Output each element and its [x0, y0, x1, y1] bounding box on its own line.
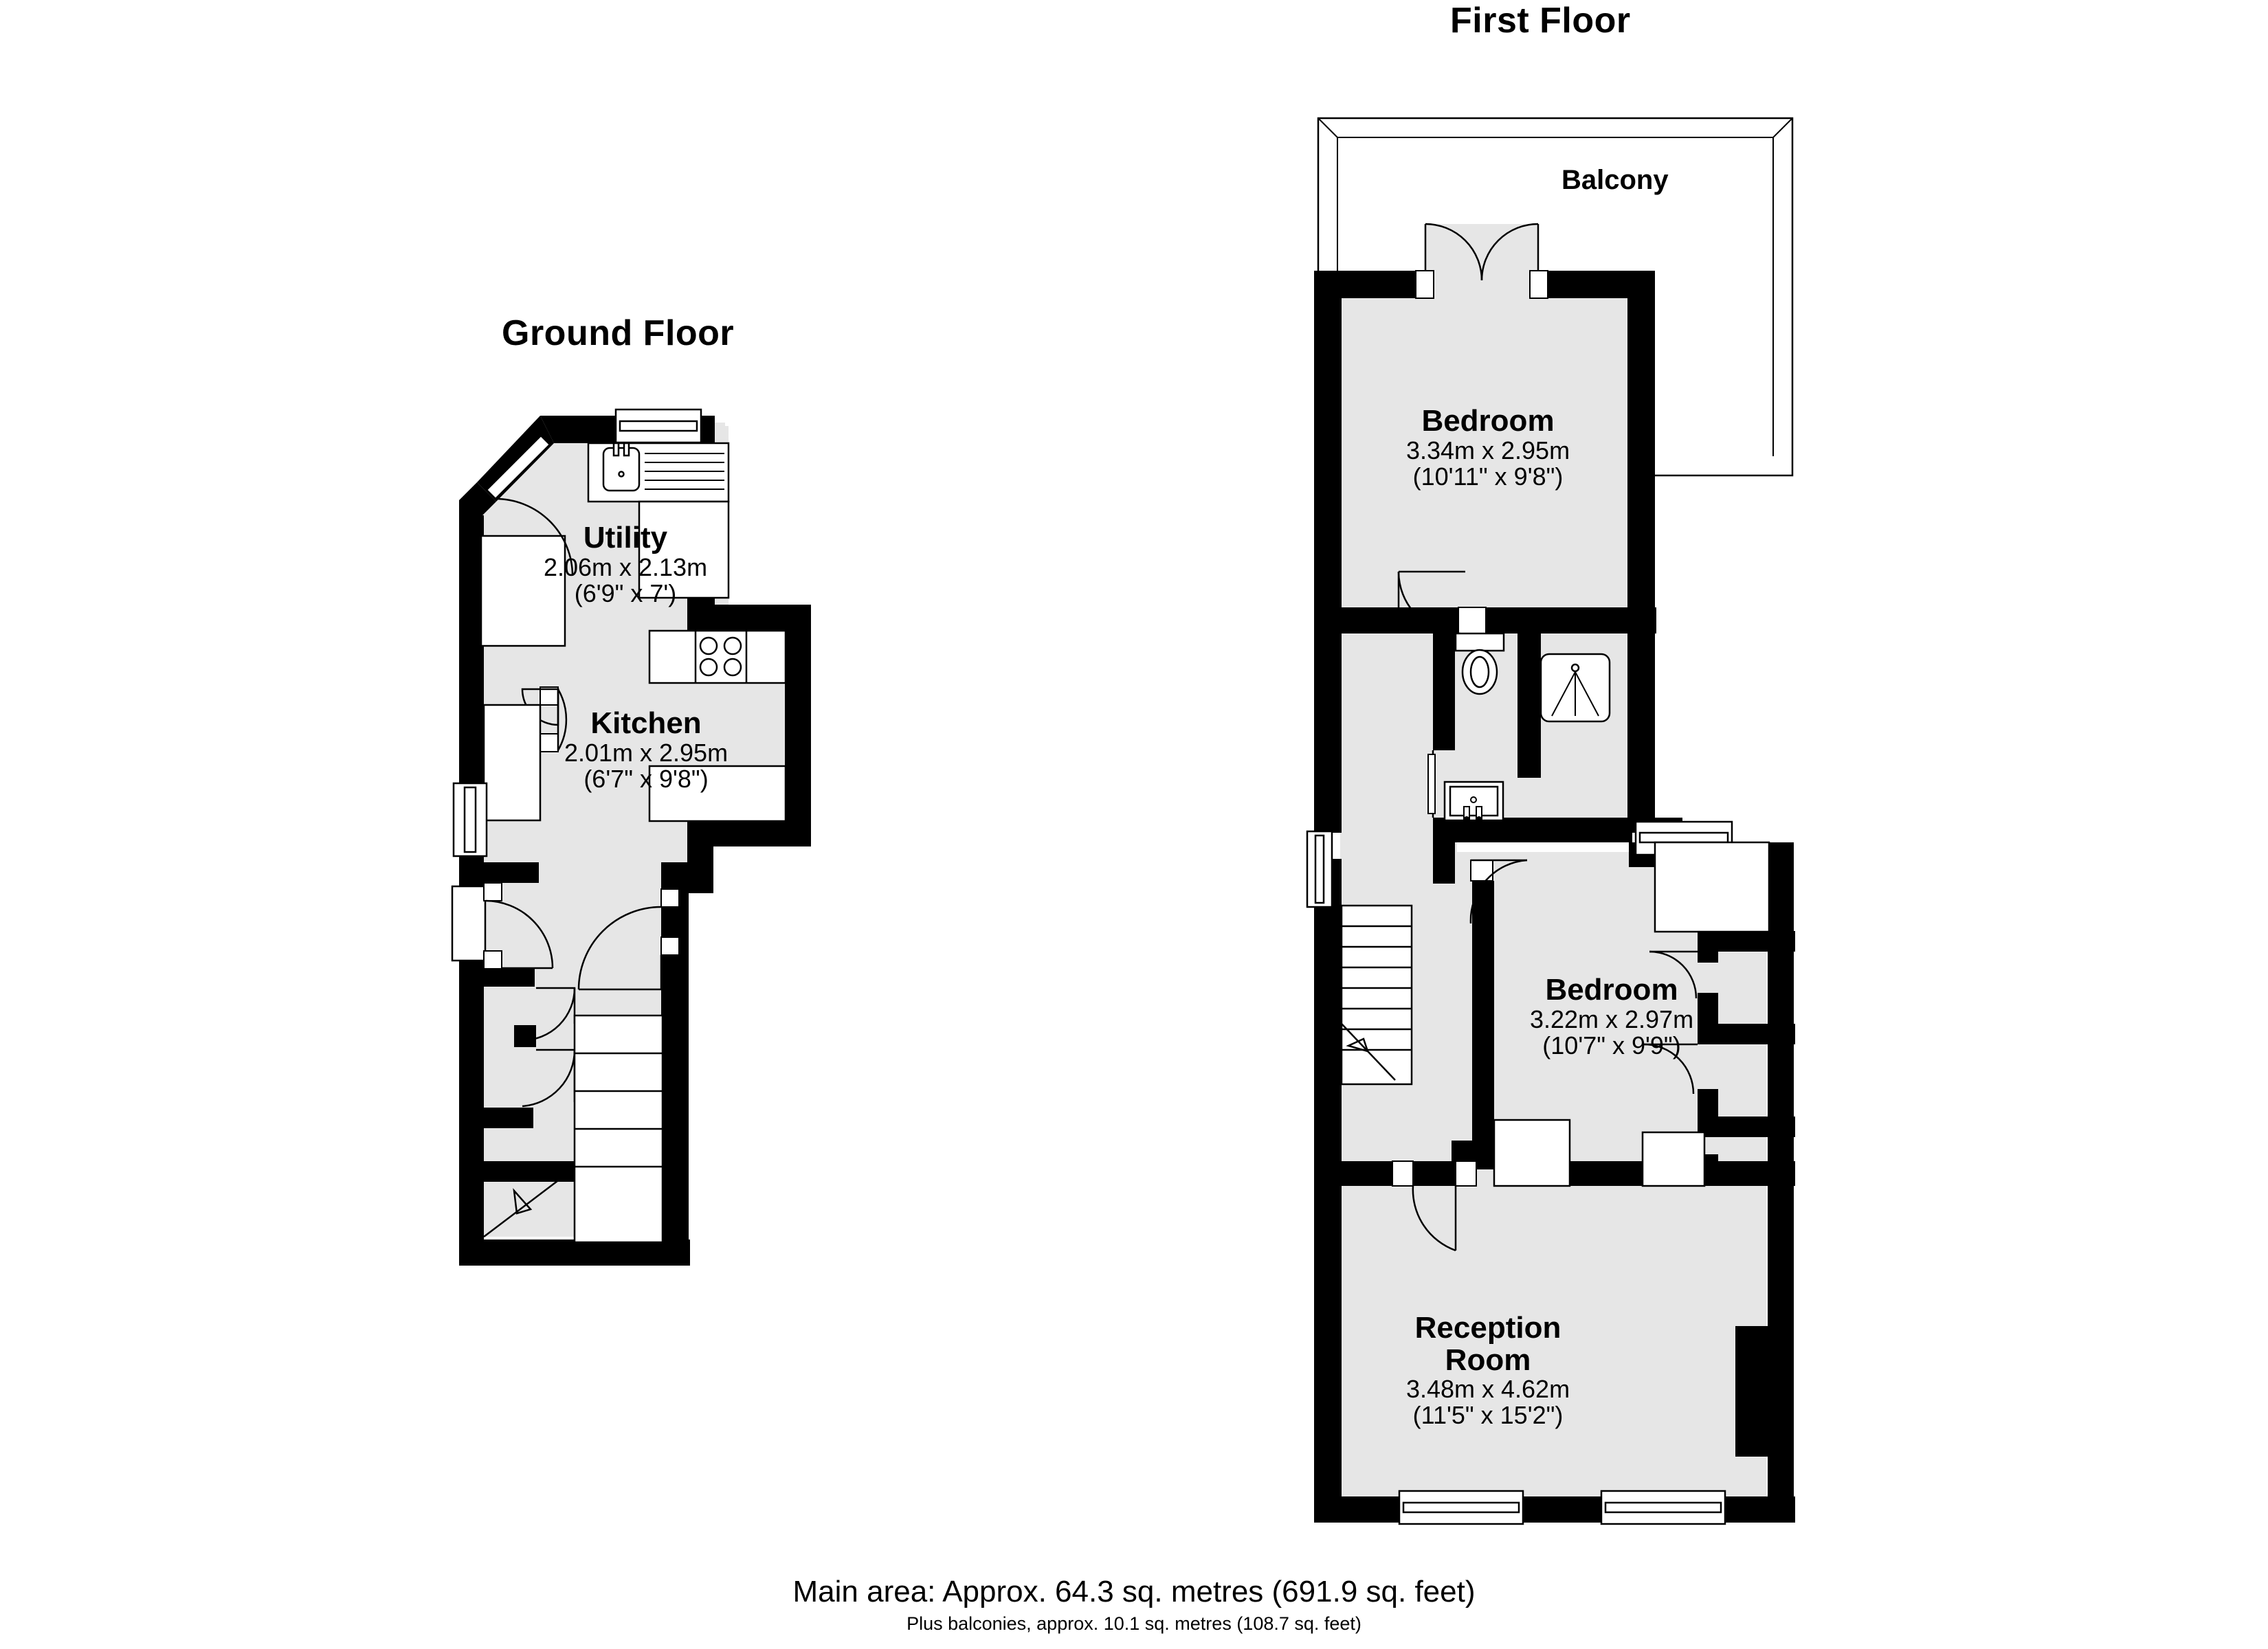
first-french-door-fill	[1425, 224, 1538, 297]
first-cupboard-door-1	[1649, 950, 1698, 999]
room-label-utility: Utility 2.06m x 2.13m (6'9" x 7')	[509, 521, 742, 607]
ground-wall-utility-top	[540, 416, 584, 443]
ground-hall-door-right	[577, 888, 680, 991]
room-dim-imperial-kitchen: (6'7" x 9'8")	[583, 764, 709, 793]
first-wall-bathroom-inner	[1517, 633, 1541, 778]
first-reception-door	[1392, 1160, 1477, 1252]
ground-wall-stub-b	[484, 967, 535, 987]
room-name-kitchen: Kitchen	[590, 706, 702, 740]
ground-kitchen-cupboard	[482, 704, 542, 822]
first-reception-window-right	[1600, 1490, 1726, 1525]
ground-utility-entrance-door	[485, 434, 574, 576]
main-area-text: Main area: Approx. 64.3 sq. metres (691.…	[792, 1575, 1476, 1608]
first-floor-plan	[1306, 117, 1795, 1525]
ground-hall-entrance-window	[451, 885, 487, 962]
first-bathroom-shower	[1539, 653, 1611, 723]
first-landing-window	[1306, 830, 1333, 908]
room-label-reception-room: Reception Room 3.48m x 4.62m (11'5" x 15…	[1357, 1312, 1619, 1429]
balcony-area-text: Plus balconies, approx. 10.1 sq. metres …	[907, 1613, 1361, 1634]
ground-hall-door-left	[483, 882, 554, 969]
ground-kitchen-counter-top	[648, 629, 787, 684]
room-dim-imperial-bedroom-2: (10'7" x 9'9")	[1542, 1031, 1681, 1059]
ground-kitchen-window	[452, 782, 488, 857]
first-bathroom-basin	[1443, 781, 1504, 822]
ground-wall-stub-a	[484, 862, 539, 883]
room-dim-metric-kitchen: 2.01m x 2.95m	[564, 738, 729, 767]
first-bedroom2-door	[1469, 859, 1528, 924]
room-name-utility: Utility	[583, 521, 668, 554]
ground-utility-sink-unit	[587, 442, 730, 503]
first-chimney-breast	[1735, 1326, 1770, 1457]
ground-staircase-up	[483, 1014, 664, 1244]
room-dim-imperial-bedroom-1: (10'11" x 9'8")	[1412, 462, 1564, 491]
ground-wall-kitchen-right	[785, 605, 811, 846]
first-french-doors	[1415, 223, 1548, 299]
ground-wall-left-angled	[459, 482, 496, 522]
first-bedroom1-fill	[1340, 297, 1627, 627]
first-wall-bed2-left	[1472, 881, 1494, 1169]
room-name-bedroom-2: Bedroom	[1545, 973, 1678, 1007]
room-label-bedroom-1: Bedroom 3.34m x 2.95m (10'11" x 9'8")	[1368, 405, 1608, 490]
ground-wall-stub-d	[514, 1025, 536, 1047]
room-dim-metric-bedroom-2: 3.22m x 2.97m	[1529, 1005, 1694, 1033]
room-name-bedroom-1: Bedroom	[1421, 404, 1555, 438]
first-staircase-down	[1340, 904, 1413, 1086]
first-wall-recep-right	[1768, 1186, 1794, 1523]
first-wall-bathroom-bottom	[1433, 818, 1632, 842]
first-wall-cupboard-front3	[1698, 1089, 1718, 1137]
room-dim-metric-bedroom-1: 3.34m x 2.95m	[1405, 436, 1570, 464]
ground-wall-bottom	[459, 1239, 690, 1266]
room-name-reception-room: Reception Room	[1414, 1311, 1561, 1377]
room-dim-metric-reception-room: 3.48m x 4.62m	[1405, 1375, 1570, 1404]
first-wall-cupboard-front1	[1698, 931, 1718, 963]
first-wall-bed1-right	[1627, 271, 1655, 635]
room-label-bedroom-2: Bedroom 3.22m x 2.97m (10'7" x 9'9")	[1491, 974, 1732, 1059]
first-wall-left-upper	[1314, 271, 1342, 833]
room-dim-imperial-reception-room: (11'5" x 15'2")	[1412, 1401, 1564, 1430]
first-reception-window-left	[1398, 1490, 1524, 1525]
first-wall-left-mid	[1314, 859, 1342, 1202]
first-bathroom-door	[1427, 750, 1436, 818]
first-bathroom-alcove	[1654, 841, 1770, 933]
ground-utility-unit-left	[480, 535, 566, 647]
balcony-label: Balcony	[1561, 165, 1669, 195]
first-bedroom2-alcove-right	[1641, 1131, 1706, 1187]
room-label-kitchen: Kitchen 2.01m x 2.95m (6'7" x 9'8")	[529, 706, 763, 793]
first-floor-title: First Floor	[1450, 1, 1631, 41]
first-wall-bathroom-right	[1627, 633, 1655, 833]
ground-floor-plan	[451, 408, 811, 1266]
ground-floor-title: Ground Floor	[502, 313, 735, 353]
first-reception-fill	[1340, 1182, 1766, 1518]
first-wall-left-lower	[1314, 1182, 1342, 1521]
ground-utility-window	[614, 408, 702, 444]
first-wall-cupboard-front2	[1698, 993, 1718, 1044]
ground-kitchen-counter-bottom	[648, 765, 787, 822]
first-bedroom1-door	[1397, 570, 1487, 635]
ground-utility-unit-right	[638, 500, 730, 599]
first-bedroom2-alcove-left	[1493, 1119, 1571, 1187]
first-wall-bathroom-left	[1433, 633, 1455, 750]
first-cupboard-door-2	[1643, 1043, 1698, 1095]
first-wall-bed1-bottom2	[1485, 607, 1656, 633]
room-dim-metric-utility: 2.06m x 2.13m	[543, 552, 708, 581]
room-dim-imperial-utility: (6'9" x 7')	[574, 579, 677, 607]
ground-wall-stub-e	[484, 1108, 533, 1128]
first-wall-landing-right	[1433, 842, 1455, 884]
first-bathroom-toilet	[1454, 632, 1505, 695]
ground-wall-right-hall	[687, 820, 713, 893]
